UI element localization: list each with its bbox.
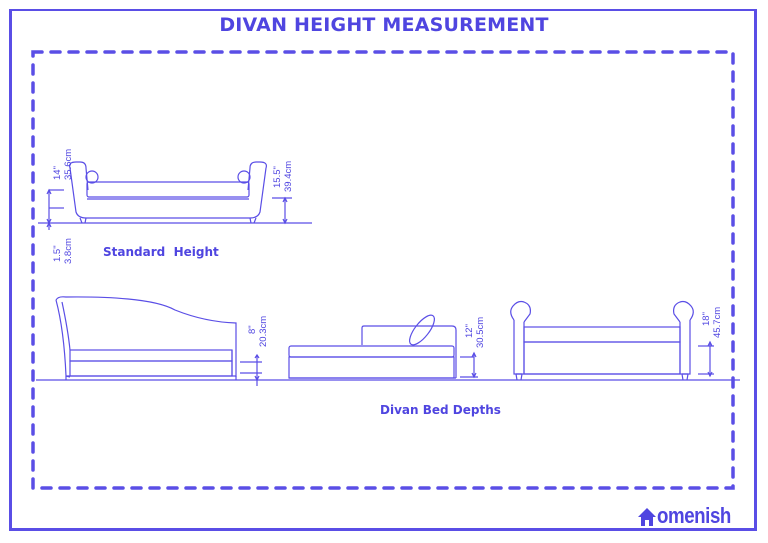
dim-rolled-in: 18" [701, 312, 712, 326]
dim-rolled-cm: 45.7cm [712, 306, 723, 338]
dim-daybed-cm: 30.5cm [475, 316, 486, 348]
house-icon [638, 508, 656, 526]
standard-divan-drawing [38, 161, 312, 230]
dim-daybed-in: 12" [464, 324, 475, 338]
daybed-divan-drawing [288, 314, 478, 379]
dim-left-top-in: 14" [52, 166, 63, 180]
standard-height-label: Standard Height [103, 245, 219, 259]
outer-frame [9, 9, 757, 531]
dashed-frame [31, 50, 735, 490]
brand-name: omenish [657, 503, 731, 528]
brand-logo: omenish [637, 503, 744, 529]
page-title: DIVAN HEIGHT MEASUREMENT [219, 14, 549, 36]
chaise-divan-drawing [55, 296, 262, 386]
dim-right-in: 15.5" [272, 166, 283, 188]
dim-left-bottom-in: 1.5" [52, 245, 63, 262]
dim-chaise-in: 8" [247, 325, 258, 334]
divan-bed-depths-label: Divan Bed Depths [380, 403, 501, 417]
dim-left-top-cm: 35.6cm [63, 148, 74, 180]
dim-chaise-cm: 20.3cm [258, 315, 269, 347]
dim-right-cm: 39.4cm [283, 160, 294, 192]
rolled-arm-divan-drawing [510, 300, 714, 381]
dim-left-bottom-cm: 3.8cm [63, 238, 74, 264]
